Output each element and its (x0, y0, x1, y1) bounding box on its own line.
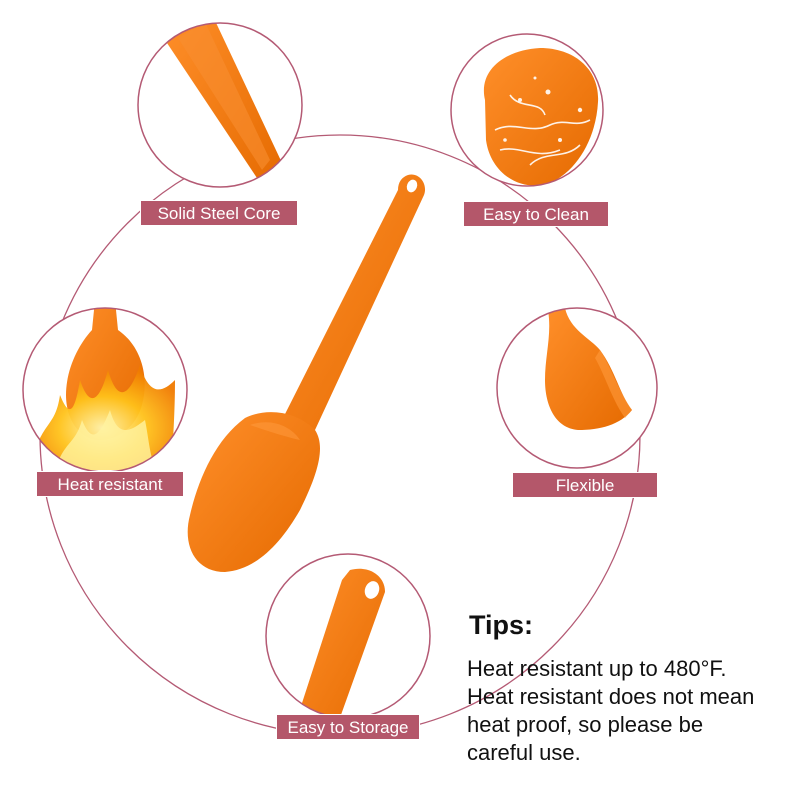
tips-line: Heat resistant does not mean (467, 684, 755, 709)
label-easy-to-clean: Easy to Clean (463, 201, 609, 227)
tips-line: heat proof, so please be (467, 712, 704, 737)
spatula-main (187, 174, 426, 572)
heat-resistant-closeup (22, 307, 188, 473)
flexible-closeup (496, 307, 658, 469)
label-solid-steel-core: Solid Steel Core (140, 200, 298, 226)
tips-body: Heat resistant up to 480°F. Heat resista… (467, 655, 797, 767)
easy-clean-closeup (450, 33, 604, 187)
label-heat-resistant: Heat resistant (36, 471, 184, 497)
label-easy-to-storage: Easy to Storage (276, 714, 420, 740)
tips-title: Tips: (469, 610, 534, 640)
storage-closeup (265, 553, 431, 719)
tips-line: careful use. (467, 740, 581, 765)
label-flexible: Flexible (512, 472, 658, 498)
tips-line: Heat resistant up to 480°F. (467, 656, 727, 681)
solid-core-closeup (137, 22, 303, 188)
